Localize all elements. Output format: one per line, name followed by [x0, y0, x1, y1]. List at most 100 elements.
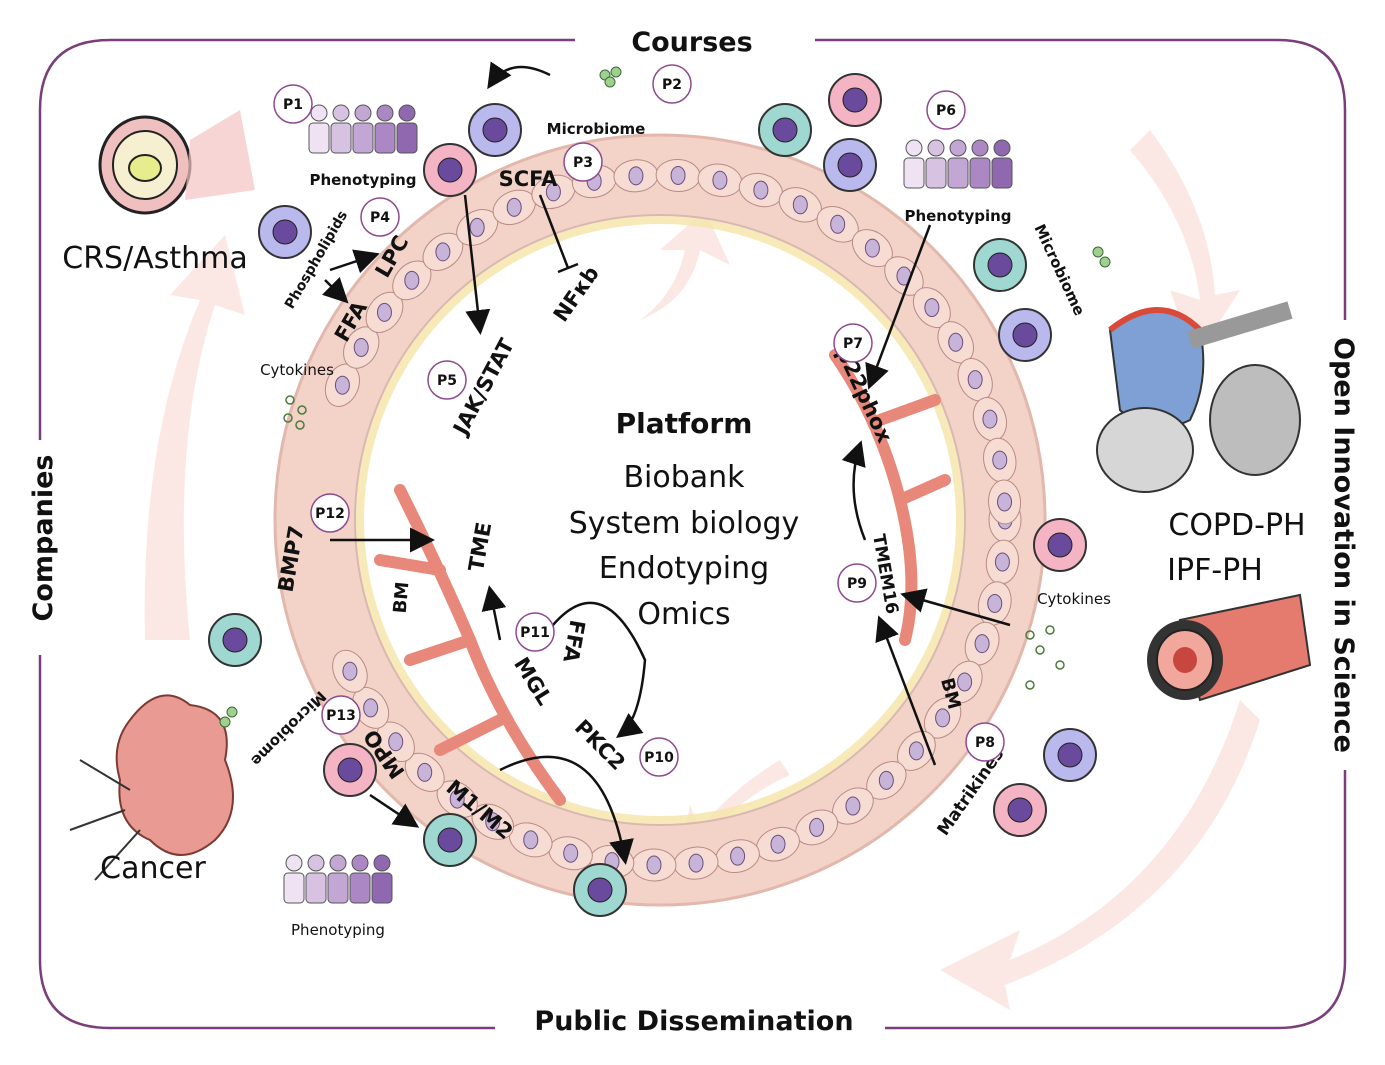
- svg-text:P5: P5: [437, 373, 457, 389]
- cell-nucleus: [523, 830, 539, 850]
- svg-text:P7: P7: [843, 336, 863, 352]
- cell-nucleus: [342, 661, 358, 681]
- people-icon: [903, 139, 1013, 189]
- immune-cell-nucleus: [1057, 742, 1083, 768]
- label-phenotyping-p6: Phenotyping: [904, 207, 1011, 225]
- cell-nucleus: [435, 242, 451, 262]
- immune-cell-nucleus: [1007, 797, 1033, 823]
- cell-nucleus: [353, 338, 369, 357]
- cell-nucleus: [449, 789, 465, 809]
- label-cytokines-right: Cytokines: [1037, 590, 1111, 608]
- svg-text:P13: P13: [326, 708, 356, 724]
- immune-cell-nucleus: [837, 152, 863, 178]
- immune-cell-nucleus: [482, 117, 508, 143]
- badge-p11: P11: [515, 612, 555, 652]
- platform-item-system-biology: System biology: [569, 506, 800, 541]
- cell-nucleus: [924, 298, 940, 318]
- lung-illustration: [1096, 301, 1301, 493]
- label-tme: TME: [464, 520, 496, 573]
- svg-text:P8: P8: [975, 735, 995, 751]
- svg-text:P12: P12: [315, 506, 345, 522]
- label-ffa-bottom: FFA: [558, 618, 589, 665]
- arrow-microbiome: [487, 61, 551, 90]
- badge-p12: P12: [310, 493, 350, 533]
- cell-nucleus: [974, 634, 990, 654]
- svg-text:P2: P2: [662, 77, 682, 93]
- cell-nucleus: [688, 853, 704, 873]
- inhibition-bar: [557, 262, 579, 274]
- cell-nucleus: [845, 796, 861, 816]
- immune-cells: [208, 73, 1097, 917]
- arrow-m1m2: [369, 793, 420, 828]
- badge-p10: P10: [639, 737, 679, 777]
- badge-p13: P13: [321, 695, 361, 735]
- cell-nucleus: [982, 409, 998, 429]
- cell-nucleus: [376, 302, 392, 322]
- arrow-lpc: [329, 249, 380, 274]
- arrow-tmem-up: [841, 440, 867, 541]
- arrow-tmem: [875, 615, 937, 766]
- label-nfkb: NFκb: [549, 262, 604, 326]
- label-scfa: SCFA: [499, 167, 558, 191]
- cell-nucleus: [712, 170, 728, 190]
- badge-p5: P5: [427, 360, 467, 400]
- badge-p3: P3: [563, 142, 603, 182]
- badge-p1: P1: [273, 84, 313, 124]
- cell-nucleus: [957, 672, 973, 692]
- disease-copd: COPD-PH: [1168, 508, 1305, 543]
- cell-nucleus: [967, 370, 983, 390]
- cell-nucleus: [997, 492, 1013, 512]
- cell-nucleus: [935, 708, 951, 728]
- cell-nucleus: [864, 238, 880, 258]
- label-microbiome-left: Microbiome: [247, 687, 329, 769]
- badge-p9: P9: [837, 563, 877, 603]
- immune-cell-nucleus: [1047, 532, 1073, 558]
- immune-cell-nucleus: [987, 252, 1013, 278]
- frame-right-label: Open Innovation in Science: [1328, 337, 1359, 753]
- label-phenotyping-p1: Phenotyping: [309, 171, 416, 189]
- label-cytokines-left: Cytokines: [260, 361, 334, 379]
- disease-cancer: Cancer: [100, 851, 206, 886]
- label-microbiome-top: Microbiome: [547, 120, 646, 138]
- phenotyping-icons: [283, 104, 1013, 904]
- immune-cell-nucleus: [337, 757, 363, 783]
- arrow-ffa: [322, 277, 349, 304]
- immune-cell-nucleus: [587, 877, 613, 903]
- label-bm-left: BM: [390, 581, 414, 614]
- immune-cell-nucleus: [437, 827, 463, 853]
- arrow-tme: [481, 585, 507, 641]
- inhibition-scfa: [538, 194, 570, 269]
- immune-cell-nucleus: [772, 117, 798, 143]
- label-phenotyping-p13: Phenotyping: [291, 921, 385, 939]
- cell-nucleus: [792, 195, 808, 215]
- arrows: [322, 61, 1011, 865]
- cell-nucleus: [646, 855, 662, 875]
- people-icon: [308, 104, 418, 154]
- frame-border: [38, 38, 1347, 1030]
- cell-nucleus: [628, 166, 644, 186]
- cell-nucleus: [948, 332, 964, 352]
- tumor-illustration: [69, 694, 234, 881]
- badge-p6: P6: [926, 90, 966, 130]
- immune-cell-nucleus: [222, 627, 248, 653]
- frame-top-label: Courses: [631, 27, 752, 58]
- cell-nucleus: [878, 770, 894, 790]
- arrow-jakstat: [463, 194, 491, 335]
- people-icon: [283, 854, 393, 904]
- disease-crs: CRS/Asthma: [62, 241, 247, 276]
- svg-text:P11: P11: [520, 625, 550, 641]
- cell-nucleus: [404, 270, 420, 290]
- frame-bottom-label: Public Dissemination: [534, 1006, 853, 1037]
- platform-title: Platform: [616, 407, 753, 440]
- platform-item-endotyping: Endotyping: [599, 551, 769, 586]
- badge-p4: P4: [360, 197, 400, 237]
- cell-nucleus: [830, 214, 846, 234]
- cell-nucleus: [994, 552, 1010, 572]
- arrow-p22phox: [865, 224, 932, 390]
- svg-text:P9: P9: [847, 576, 867, 592]
- immune-cell-nucleus: [842, 87, 868, 113]
- microbiome-particles: [219, 66, 1111, 728]
- arrow-pkc-m1: [499, 755, 634, 865]
